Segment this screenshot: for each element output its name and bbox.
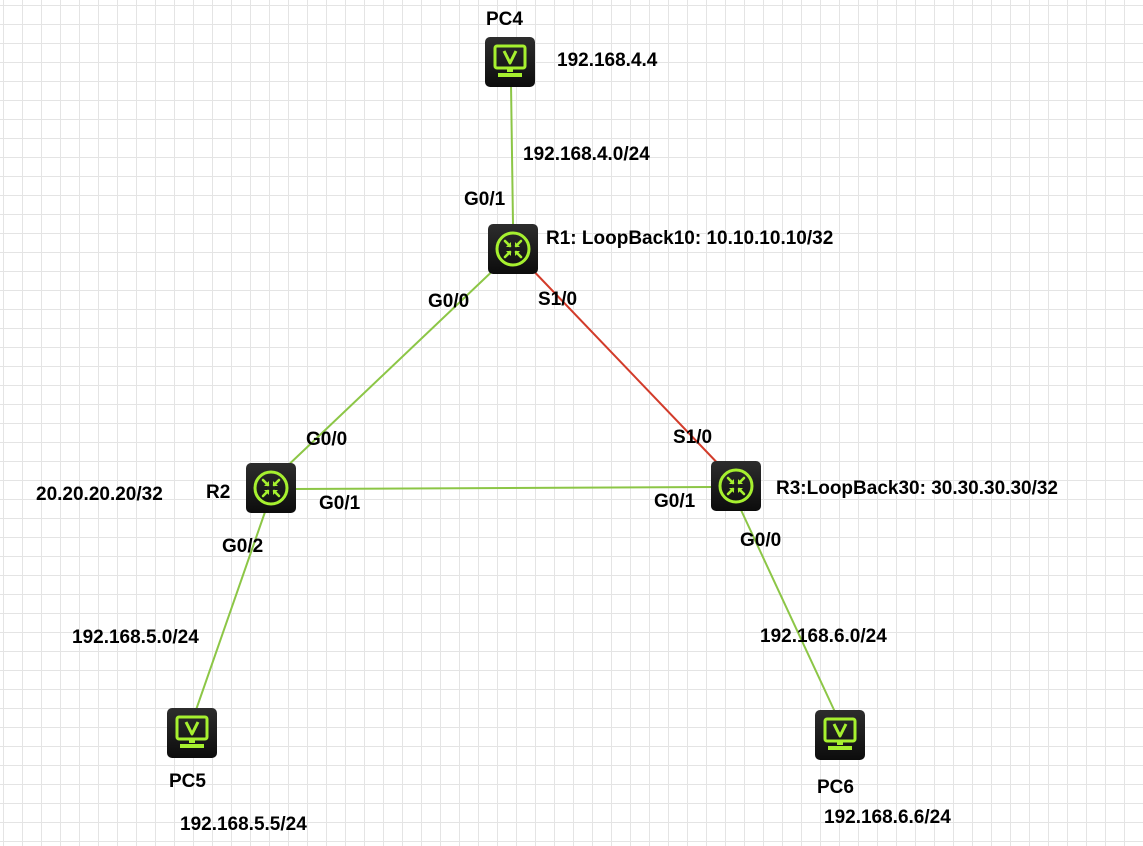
- r3-g01-label: G0/1: [654, 491, 696, 512]
- router-icon: [253, 470, 289, 506]
- r2-g02-label: G0/2: [222, 536, 264, 557]
- pc6-ip-label: 192.168.6.6/24: [824, 807, 951, 828]
- pc-monitor-icon: [493, 44, 527, 77]
- r1-g00-label: G0/0: [428, 291, 470, 312]
- r3-loopback-label: R3:LoopBack30: 30.30.30.30/32: [776, 478, 1058, 499]
- router-icon: [495, 231, 531, 267]
- r2-name-label: R2: [206, 482, 231, 503]
- r2-g01-label: G0/1: [319, 493, 361, 514]
- pc5-name-label: PC5: [169, 771, 206, 792]
- link-pc4-r1[interactable]: [510, 83, 514, 225]
- network-label-pc4-r1: 192.168.4.0/24: [523, 144, 650, 165]
- r2-router[interactable]: [246, 463, 296, 513]
- link-r2-pc5[interactable]: [195, 511, 266, 711]
- r3-router[interactable]: [711, 461, 761, 511]
- r1-router[interactable]: [488, 224, 538, 274]
- pc4-name-label: PC4: [486, 9, 523, 30]
- network-label-pc6-r3: 192.168.6.0/24: [760, 626, 887, 647]
- r1-s10-label: S1/0: [538, 289, 578, 310]
- network-label-pc5-r2: 192.168.5.0/24: [72, 627, 199, 648]
- pc-monitor-icon: [175, 715, 209, 748]
- pc5-ip-label: 192.168.5.5/24: [180, 814, 307, 835]
- link-r2-r3[interactable]: [292, 486, 713, 490]
- pc4-device[interactable]: [485, 37, 535, 87]
- r3-g00-label: G0/0: [740, 530, 782, 551]
- r2-g00-label: G0/0: [306, 429, 348, 450]
- router-icon: [718, 468, 754, 504]
- pc-monitor-icon: [823, 717, 857, 750]
- link-r3-pc6[interactable]: [740, 509, 836, 713]
- r3-s10-label: S1/0: [673, 427, 713, 448]
- pc5-device[interactable]: [167, 708, 217, 758]
- link-r1-r2[interactable]: [280, 261, 503, 473]
- pc4-ip-label: 192.168.4.4: [557, 50, 658, 71]
- r1-loopback-label: R1: LoopBack10: 10.10.10.10/32: [546, 228, 834, 249]
- r1-g01-label: G0/1: [464, 189, 506, 210]
- link-r1-r3[interactable]: [524, 261, 727, 473]
- pc6-name-label: PC6: [817, 777, 854, 798]
- r2-loopback-label: 20.20.20.20/32: [36, 484, 163, 505]
- pc6-device[interactable]: [815, 710, 865, 760]
